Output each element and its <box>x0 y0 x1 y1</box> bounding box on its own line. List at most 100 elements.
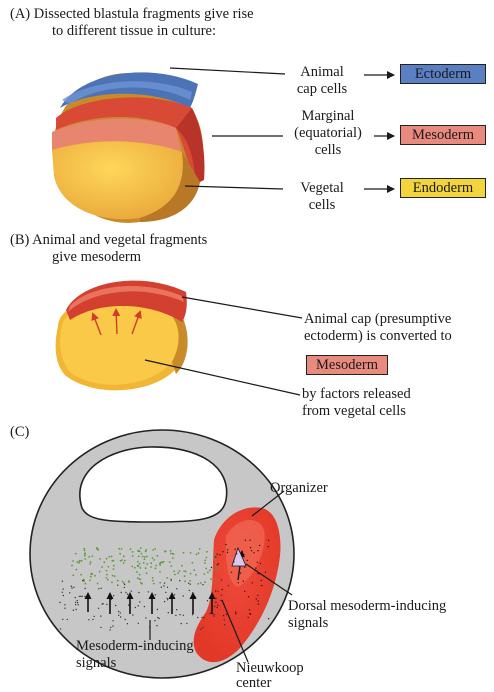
vegetal-dot <box>150 562 152 564</box>
vegetal-dot <box>89 580 91 582</box>
panel-a-title-line1: (A) Dissected blastula fragments give ri… <box>10 6 254 23</box>
signal-dot <box>100 615 101 616</box>
vegetal-dot <box>107 579 109 581</box>
vegetal-dot <box>139 563 141 565</box>
signal-dot <box>135 607 136 608</box>
vegetal-dot <box>195 574 197 576</box>
cap-label-line2: ectoderm) is converted to <box>304 328 452 345</box>
vegetal-dot <box>177 572 179 574</box>
vegetal-dot <box>144 558 146 560</box>
signal-dot <box>164 601 165 602</box>
signal-dot <box>71 587 72 588</box>
signal-dot <box>102 603 103 604</box>
signal-dot <box>226 614 227 615</box>
vegetal-dot <box>204 562 206 564</box>
signal-dot <box>253 552 254 553</box>
signal-dot <box>181 623 182 624</box>
vegetal-dot <box>146 563 148 565</box>
vegetal-dot <box>84 552 86 554</box>
vegetal-dot <box>206 557 208 559</box>
signal-dot <box>94 616 95 617</box>
vegetal-dot <box>132 551 134 553</box>
nieuwkoop-label-line2: center <box>236 675 271 692</box>
vegetal-dot <box>172 557 174 559</box>
induction-arrow <box>116 310 117 334</box>
signal-dot <box>117 585 118 586</box>
vegetal-dot <box>152 580 154 582</box>
signal-dot <box>215 556 216 557</box>
vegetal-dot <box>189 580 191 582</box>
signal-dot <box>113 595 114 596</box>
vegetal-dot <box>196 554 198 556</box>
vegetal-dot <box>179 570 181 572</box>
signal-dot <box>258 604 259 605</box>
vegetal-dot <box>72 560 74 562</box>
vegetal-dot <box>92 555 94 557</box>
vegetal-dot <box>152 549 154 551</box>
signal-dot <box>228 585 229 586</box>
vegetal-dot <box>170 565 172 567</box>
signal-dot <box>84 596 85 597</box>
vegetal-dot <box>173 570 175 572</box>
vegetal-dot <box>155 565 157 567</box>
vegetal-dot <box>184 580 186 582</box>
signal-dot <box>138 605 139 606</box>
signal-dot <box>214 606 215 607</box>
signal-dot <box>233 561 234 562</box>
signal-dot <box>154 620 155 621</box>
signal-dot <box>145 617 146 618</box>
cap-label-line1: Animal cap (presumptive <box>304 311 451 328</box>
signal-dot <box>92 619 93 620</box>
vegetal-dot <box>212 582 214 584</box>
signal-dot <box>127 594 128 595</box>
vegetal-dot <box>204 573 206 575</box>
signal-dot <box>235 613 236 614</box>
signal-dot <box>201 617 202 618</box>
vegetal-dot <box>134 567 136 569</box>
signal-dot <box>215 602 216 603</box>
animal-label-line2: cap cells <box>286 81 358 98</box>
vegetal-dot <box>215 569 217 571</box>
signal-dot <box>71 586 72 587</box>
signal-dot <box>257 595 258 596</box>
signal-dot <box>221 579 222 580</box>
signal-dot <box>218 563 219 564</box>
signal-dot <box>124 587 125 588</box>
vegetal-dot <box>161 561 163 563</box>
signal-dot <box>268 618 269 619</box>
vegetal-dot <box>192 562 194 564</box>
signal-dot <box>222 551 223 552</box>
vegetal-dot <box>106 574 108 576</box>
vegetal-dot <box>150 566 152 568</box>
vegetal-dot <box>215 554 217 556</box>
vegetal-dot <box>103 561 105 563</box>
signal-dot <box>261 585 262 586</box>
vegetal-dot <box>81 560 83 562</box>
animal-label-line1: Animal <box>286 64 358 81</box>
signal-dot <box>222 589 223 590</box>
signal-dot <box>257 550 258 551</box>
vegetal-dot <box>204 581 206 583</box>
vegetal-dot <box>185 571 187 573</box>
vegetal-dot <box>106 577 108 579</box>
vegetal-dot <box>145 551 147 553</box>
vegetal-dot <box>114 575 116 577</box>
signal-dot <box>192 592 193 593</box>
vegetal-dot <box>113 565 115 567</box>
vegetal-dot <box>145 567 147 569</box>
signal-dot <box>251 550 252 551</box>
signal-dot <box>120 612 121 613</box>
signal-dot <box>207 600 208 601</box>
signal-dot <box>98 588 99 589</box>
signal-dot <box>190 584 191 585</box>
vegetal-dot <box>209 569 211 571</box>
vegetal-dot <box>83 548 85 550</box>
vegetal-dot <box>90 561 92 563</box>
signal-dot <box>131 591 132 592</box>
signal-dot <box>67 619 68 620</box>
vegetal-dot <box>146 572 148 574</box>
signal-dot <box>69 592 70 593</box>
vegetal-dot <box>91 573 93 575</box>
signal-dot <box>59 602 60 603</box>
vegetal-dot <box>131 566 133 568</box>
